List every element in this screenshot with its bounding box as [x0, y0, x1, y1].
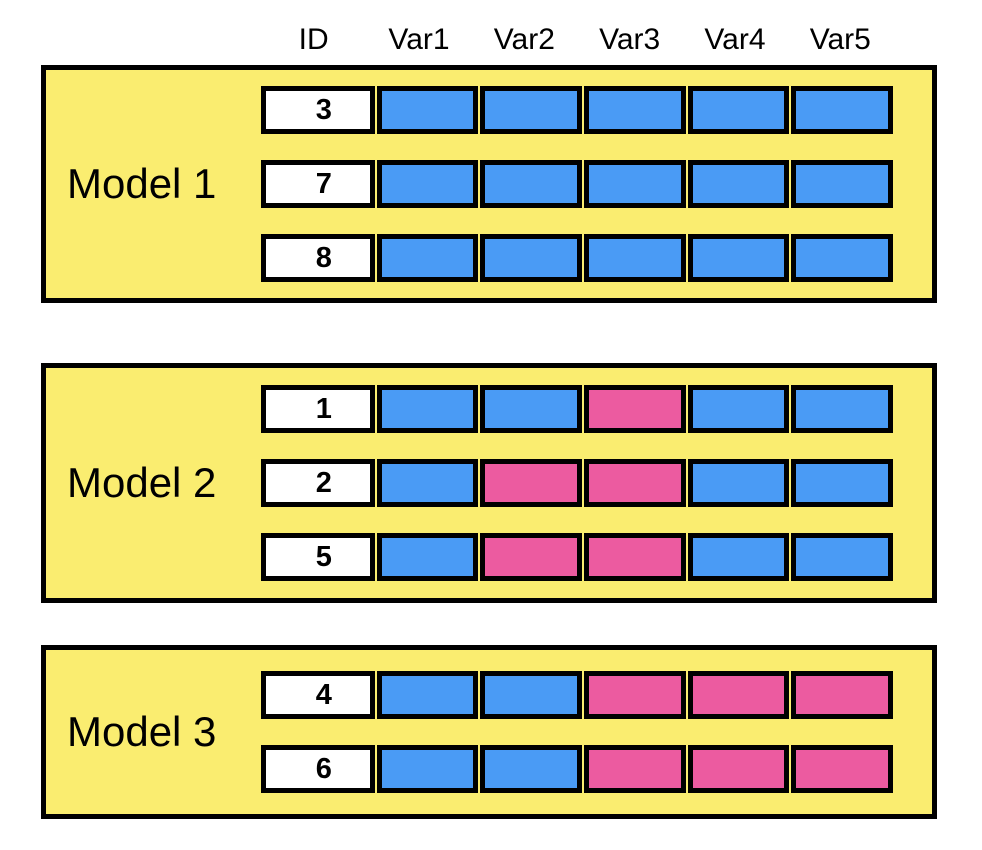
model-rows-1: 3 7 8	[261, 70, 894, 298]
model-panel-1: Model 1 3 7 8	[41, 65, 937, 303]
id-cell: 2	[261, 459, 375, 507]
id-cell: 8	[261, 234, 375, 282]
var-cell-3-blue	[584, 86, 686, 134]
var-cell-1-blue	[376, 745, 479, 793]
var-cell-4-blue	[687, 533, 790, 581]
table-row: 8	[261, 234, 894, 282]
var-cell-3-pink	[584, 459, 686, 507]
table-row: 7	[261, 160, 894, 208]
var-cell-5-pink	[791, 671, 894, 719]
var-cell-5-blue	[791, 86, 894, 134]
table-row: 1	[261, 385, 894, 433]
var-cell-3-blue	[584, 234, 686, 282]
column-header-var4: Var4	[704, 23, 766, 56]
column-header-var3: Var3	[599, 23, 661, 56]
id-cell: 7	[261, 160, 375, 208]
model-label-1: Model 1	[67, 160, 217, 207]
var-cell-5-pink	[791, 745, 894, 793]
model-rows-2: 1 2 5	[261, 368, 894, 598]
var-cell-4-blue	[687, 234, 790, 282]
id-cell: 6	[261, 745, 375, 793]
id-cell: 3	[261, 86, 375, 134]
var-cell-3-blue	[584, 160, 686, 208]
table-row: 5	[261, 533, 894, 581]
var-cell-2-blue	[480, 385, 583, 433]
table-row: 2	[261, 459, 894, 507]
column-header-var5: Var5	[809, 23, 871, 56]
model-panel-2: Model 2 1 2 5	[41, 363, 937, 603]
var-cell-2-pink	[480, 459, 583, 507]
table-row: 6	[261, 745, 894, 793]
var-cell-4-blue	[687, 459, 790, 507]
model-label-3: Model 3	[67, 708, 217, 755]
column-header-var1: Var1	[388, 23, 450, 56]
var-cell-1-blue	[376, 671, 479, 719]
var-cell-2-pink	[480, 533, 583, 581]
var-cell-4-blue	[687, 160, 790, 208]
column-header-row: ID Var1 Var2 Var3 Var4 Var5	[261, 18, 893, 62]
var-cell-4-blue	[687, 86, 790, 134]
var-cell-5-blue	[791, 533, 894, 581]
var-cell-3-pink	[584, 533, 686, 581]
var-cell-3-pink	[584, 671, 686, 719]
var-cell-2-blue	[480, 745, 583, 793]
table-row: 3	[261, 86, 894, 134]
column-header-var2: Var2	[493, 23, 555, 56]
var-cell-2-blue	[480, 234, 583, 282]
var-cell-1-blue	[376, 234, 479, 282]
var-cell-3-pink	[584, 745, 686, 793]
table-row: 4	[261, 671, 894, 719]
var-cell-2-blue	[480, 671, 583, 719]
var-cell-5-blue	[791, 385, 894, 433]
id-cell: 1	[261, 385, 375, 433]
model-label-2: Model 2	[67, 459, 217, 506]
var-cell-2-blue	[480, 86, 583, 134]
var-cell-1-blue	[376, 160, 479, 208]
id-cell: 4	[261, 671, 375, 719]
column-header-id: ID	[298, 23, 329, 56]
var-cell-1-blue	[376, 459, 479, 507]
var-cell-5-blue	[791, 459, 894, 507]
var-cell-1-blue	[376, 86, 479, 134]
var-cell-5-blue	[791, 160, 894, 208]
var-cell-3-pink	[584, 385, 686, 433]
var-cell-1-blue	[376, 385, 479, 433]
var-cell-5-blue	[791, 234, 894, 282]
id-cell: 5	[261, 533, 375, 581]
var-cell-4-pink	[687, 671, 790, 719]
var-cell-1-blue	[376, 533, 479, 581]
var-cell-2-blue	[480, 160, 583, 208]
var-cell-4-pink	[687, 745, 790, 793]
var-cell-4-blue	[687, 385, 790, 433]
